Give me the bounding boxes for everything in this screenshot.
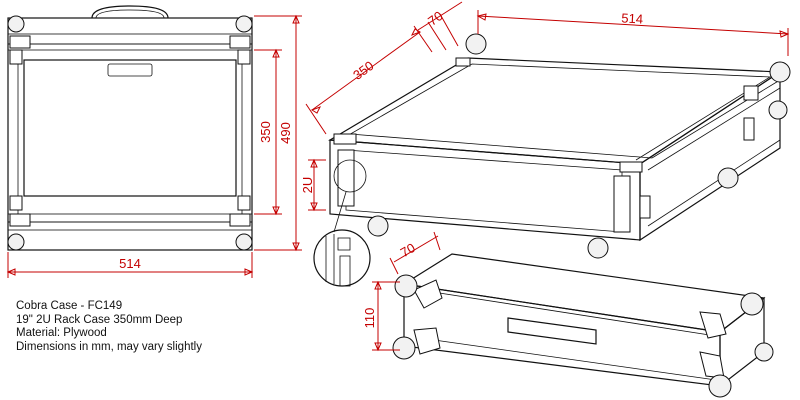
- iso-ball-corners: [367, 33, 791, 259]
- handle: [91, 5, 169, 19]
- front-inner-height-label: 350: [258, 121, 273, 143]
- side-corner-label: 70: [398, 240, 418, 260]
- front-ball-corners: [7, 15, 253, 251]
- front-width-label: 514: [119, 256, 141, 271]
- left-rack-ear: [337, 149, 355, 207]
- iso-width-label: 514: [621, 10, 643, 26]
- side-dimensions: [372, 231, 441, 352]
- side-latch-rear: [743, 117, 755, 141]
- front-dimensions: [6, 14, 302, 278]
- side-front-face: [403, 283, 721, 387]
- iso-top-face: [328, 57, 782, 165]
- iso-side-face: [639, 70, 781, 242]
- side-latch: [639, 195, 651, 219]
- spec-notes: Cobra Case - FC149 19" 2U Rack Case 350m…: [16, 300, 202, 354]
- iso-view: 350 70 514 2U: [300, 1, 791, 259]
- iso-dimensions: [305, 1, 790, 212]
- right-rack-ear: [613, 175, 631, 233]
- side-ball-corners: [392, 274, 774, 398]
- iso-corner-label: 70: [425, 8, 446, 29]
- side-height-label: 110: [362, 308, 377, 329]
- rack-units-label: 2U: [300, 177, 315, 194]
- notes-disclaimer: Dimensions in mm, may vary slightly: [16, 340, 202, 353]
- front-panel: [23, 59, 237, 197]
- side-handle: [507, 317, 597, 345]
- iso-front-opening: [345, 149, 623, 233]
- side-view: 110 70: [362, 231, 774, 398]
- detail-view: [313, 229, 371, 287]
- notes-material: Material: Plywood: [16, 327, 107, 339]
- label-plate: [107, 63, 153, 77]
- front-corner-brackets: [9, 35, 251, 227]
- front-view: 514 350 490: [6, 5, 302, 278]
- front-outer-frame: [7, 17, 253, 251]
- notes-model: Cobra Case - FC149: [16, 300, 123, 312]
- detail-callout-circle: [333, 159, 367, 193]
- front-outer-height-label: 490: [278, 122, 293, 144]
- notes-description: 19" 2U Rack Case 350mm Deep: [16, 313, 183, 326]
